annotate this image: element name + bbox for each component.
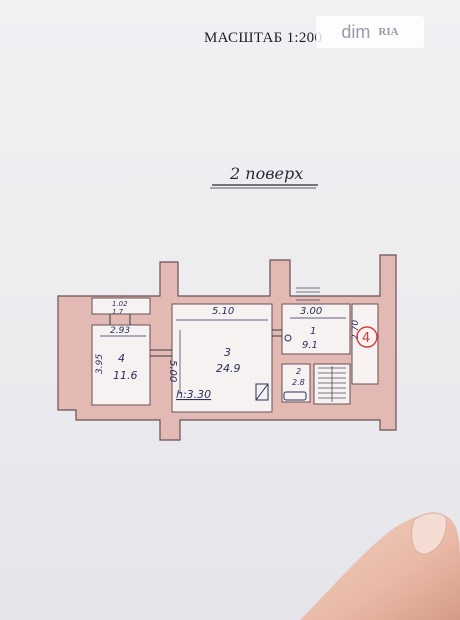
watermark-sub: RIA	[378, 26, 399, 38]
room-1-number: 1	[310, 326, 316, 337]
stove-icon	[255, 383, 269, 401]
top-stairs	[296, 287, 320, 301]
apartment-mark-circle	[356, 326, 378, 348]
dim-3-00: 3.00	[300, 306, 322, 317]
dim-2-93: 2.93	[110, 326, 130, 336]
dim-5-00: 5.00	[167, 360, 178, 382]
room-3-interior	[171, 303, 273, 413]
dim-2-70: 2.70	[351, 320, 361, 340]
floor-title: 2 поверх	[230, 164, 304, 183]
room-4-area: 11.6	[113, 369, 138, 382]
room-top-area: 1.7	[112, 308, 124, 316]
room-4-number: 4	[118, 352, 125, 365]
dim-5-10: 5.10	[212, 306, 234, 317]
room-2-number: 2	[296, 367, 301, 376]
stairs	[318, 366, 346, 402]
room-2-interior	[281, 363, 311, 403]
room-4-interior	[91, 324, 151, 406]
room-1-interior	[281, 303, 351, 355]
bath-icon	[283, 391, 307, 401]
watermark-brand: dim	[341, 21, 371, 42]
apartment-mark: 4	[362, 331, 370, 346]
sink-icon	[284, 334, 292, 342]
door-markers	[109, 314, 282, 357]
dim-1-02: 1.02	[112, 300, 128, 308]
watermark-logo: dim RIA	[316, 16, 424, 48]
ceiling-height: h:3.30	[176, 388, 211, 401]
room-small-top-interior	[91, 297, 151, 315]
room-3-area: 24.9	[216, 362, 241, 375]
room-1-area: 9.1	[302, 340, 318, 351]
dim-3-95: 3.95	[95, 354, 105, 374]
room-2-area: 2.8	[292, 378, 305, 387]
room-3-number: 3	[224, 346, 231, 359]
scale-title: МАСШТАБ 1:200	[204, 30, 323, 46]
